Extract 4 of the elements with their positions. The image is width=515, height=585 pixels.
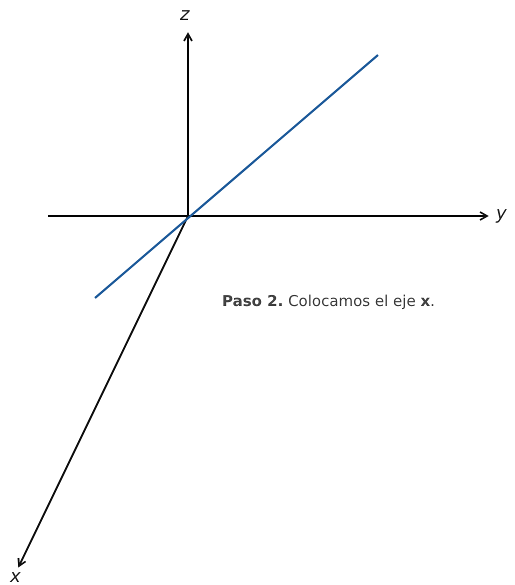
axis-label: x [10,566,21,585]
axis-label: y [496,203,507,224]
caption-text: Paso 2. Colocamos el eje x. [222,292,435,310]
axis-label: z [180,4,190,25]
